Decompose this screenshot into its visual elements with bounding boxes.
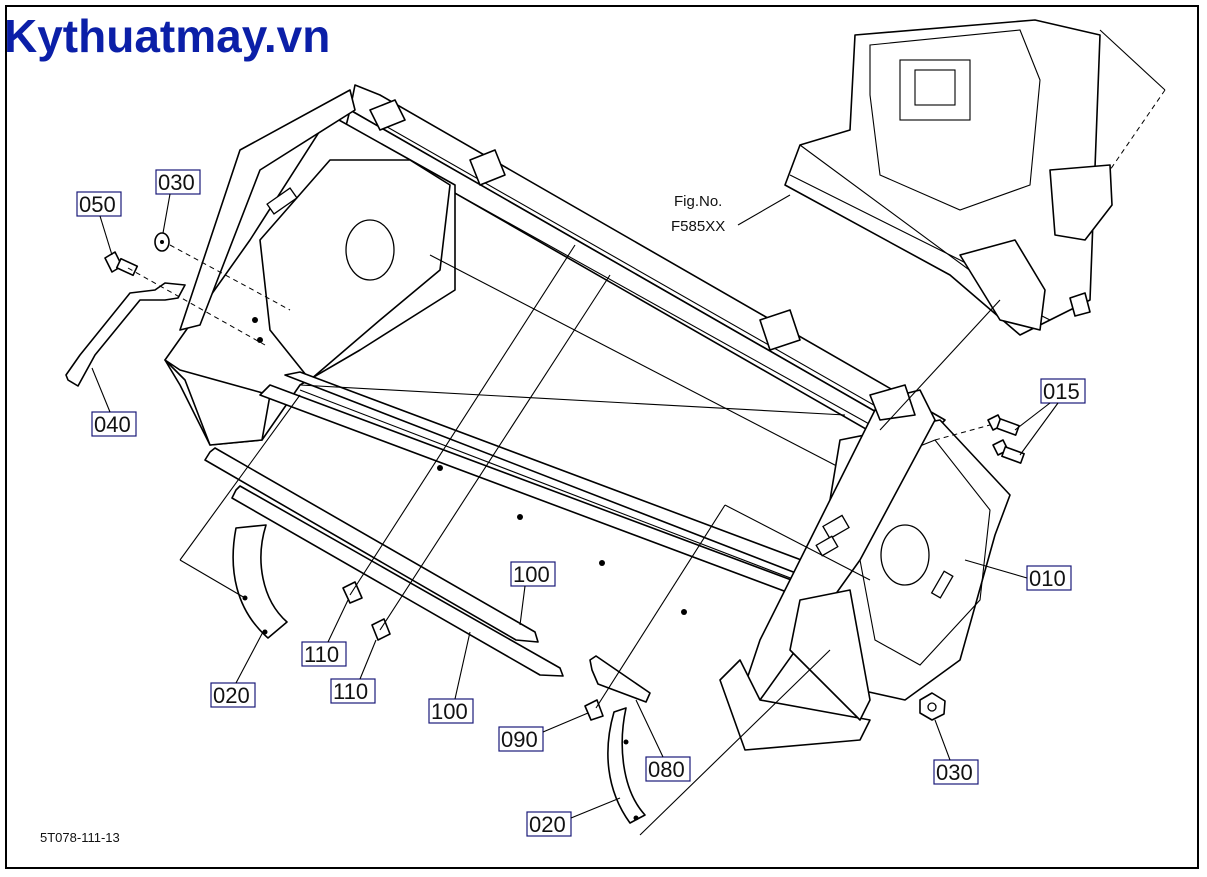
part-020-guard-right [607,707,646,824]
svg-text:020: 020 [529,812,566,837]
part-030-washer-upper [154,232,170,252]
attached-assembly-reference [784,19,1166,336]
svg-text:100: 100 [431,699,468,724]
callout-030-upper: 030 [155,169,201,234]
callout-110-a: 110 [301,599,349,667]
callout-015: 015 [1014,378,1086,456]
fig-code-label: F585XX [671,218,725,235]
svg-text:030: 030 [936,760,973,785]
callout-050: 050 [76,191,122,256]
main-frame-assembly [164,84,1011,751]
callout-090: 090 [498,712,589,752]
svg-text:110: 110 [304,642,339,667]
right-plate-hole [880,524,930,586]
callout-110-b: 110 [330,639,377,704]
svg-text:020: 020 [213,683,250,708]
part-050-bolt [104,251,139,277]
left-plate-hole [345,219,395,281]
callout-020-left: 020 [210,629,265,708]
callout-100-upper: 100 [510,561,556,626]
callout-020-right: 020 [526,797,621,837]
part-015-bolts [987,414,1025,464]
fig-no-label: Fig.No. [674,193,722,210]
svg-text:090: 090 [501,727,538,752]
callout-080: 080 [635,699,691,782]
svg-text:030: 030 [158,170,195,195]
part-100-strip-lower [231,485,564,677]
part-040-bracket [65,282,186,387]
callout-010: 010 [964,559,1072,591]
diagram-code: 5T078-111-13 [40,830,120,845]
part-110-nut-b [371,618,391,641]
callout-040: 040 [91,367,137,437]
svg-text:110: 110 [333,679,368,704]
drawing-frame [5,5,1199,869]
part-020-guard-left [232,524,288,639]
part-030-nut-lower [919,692,946,721]
svg-text:015: 015 [1043,379,1080,404]
svg-text:100: 100 [513,562,550,587]
part-090-nut [584,699,604,721]
svg-text:040: 040 [94,412,131,437]
callout-100-lower: 100 [428,631,474,724]
svg-text:050: 050 [79,192,116,217]
watermark-brand: Kythuatmay.vn [4,10,330,62]
callout-030-lower: 030 [933,719,979,785]
svg-text:010: 010 [1029,566,1066,591]
figure-reference: Fig.No. F585XX [671,193,791,235]
svg-text:080: 080 [648,757,685,782]
part-080-plate [589,655,651,703]
part-100-strip-upper [204,447,539,643]
part-110-nut-a [342,581,363,604]
